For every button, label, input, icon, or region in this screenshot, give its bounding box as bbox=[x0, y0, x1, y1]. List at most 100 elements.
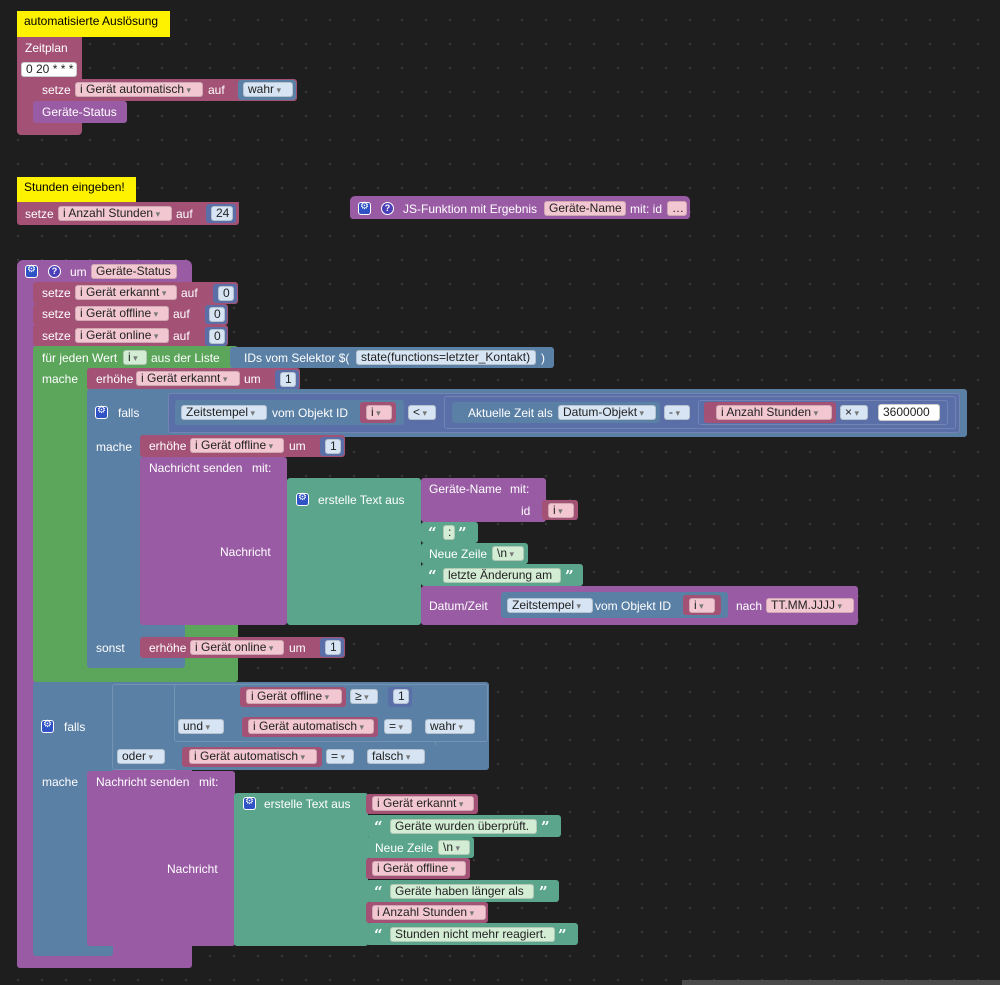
help-icon[interactable]: ? bbox=[48, 265, 61, 278]
newline-label: Neue Zeile bbox=[429, 547, 488, 561]
create-text-block[interactable] bbox=[287, 478, 421, 625]
selector-input[interactable]: state(functions=letzter_Kontakt) bbox=[356, 350, 536, 365]
datetime-label: Datum/Zeit bbox=[429, 599, 488, 613]
newline-dropdown[interactable]: \n bbox=[492, 546, 524, 561]
newline-dropdown[interactable]: \n bbox=[438, 840, 470, 855]
js-function-more[interactable]: … bbox=[667, 201, 687, 216]
quote-icon: “ bbox=[428, 567, 437, 585]
gear-icon[interactable] bbox=[25, 264, 38, 278]
js-function-name[interactable]: Geräte-Name bbox=[544, 201, 626, 216]
var-offline-dropdown[interactable]: i Gerät offline bbox=[246, 689, 342, 704]
to-label: auf bbox=[173, 307, 190, 321]
var-detected-dropdown[interactable]: i Gerät erkannt bbox=[136, 371, 240, 386]
to-label: auf bbox=[173, 329, 190, 343]
times-operator-dropdown[interactable]: × bbox=[840, 405, 868, 420]
bool-true-dropdown[interactable]: wahr bbox=[425, 719, 475, 734]
gear-icon[interactable] bbox=[243, 796, 256, 810]
do-label: mache bbox=[42, 372, 79, 386]
quote-icon: ” bbox=[565, 567, 574, 585]
var-hours-dropdown[interactable]: i Anzahl Stunden bbox=[58, 206, 172, 221]
text-lastchange-input[interactable]: letzte Änderung am bbox=[443, 568, 561, 583]
number-input[interactable]: 0 bbox=[218, 286, 234, 301]
inc-label: erhöhe bbox=[149, 641, 187, 655]
js-function-label: JS-Funktion mit Ergebnis bbox=[403, 202, 538, 216]
bool-true-dropdown[interactable]: wahr bbox=[243, 82, 293, 97]
lt-operator-dropdown[interactable]: < bbox=[408, 405, 436, 420]
help-icon[interactable]: ? bbox=[381, 202, 394, 215]
gear-icon[interactable] bbox=[296, 492, 309, 506]
send-label: Nachricht senden bbox=[96, 775, 190, 789]
text-longer-input[interactable]: Geräte haben länger als bbox=[390, 884, 534, 899]
seconds-input[interactable]: 3600000 bbox=[878, 404, 940, 421]
text-hours-input[interactable]: Stunden nicht mehr reagiert. bbox=[390, 927, 555, 942]
hours-set-label: setze bbox=[25, 207, 54, 221]
foreach-label: für jeden Wert bbox=[42, 351, 118, 365]
now-format-dropdown[interactable]: Datum-Objekt bbox=[558, 405, 656, 420]
var-offline-dropdown[interactable]: i Gerät offline bbox=[75, 306, 169, 321]
final-send-message-block[interactable] bbox=[87, 771, 235, 946]
text-colon-input[interactable]: : bbox=[443, 525, 455, 540]
and-dropdown[interactable]: und bbox=[178, 719, 224, 734]
number-input[interactable]: 1 bbox=[325, 439, 341, 454]
comment-auto-trigger[interactable]: automatisierte Auslösung bbox=[17, 11, 170, 37]
quote-icon: ” bbox=[539, 883, 548, 901]
var-detected-dropdown[interactable]: i Gerät erkannt bbox=[75, 285, 177, 300]
gear-icon[interactable] bbox=[358, 201, 371, 215]
set-label: setze bbox=[42, 83, 71, 97]
var-auto-dropdown[interactable]: i Gerät automatisch bbox=[248, 719, 374, 734]
by-label: um bbox=[244, 372, 261, 386]
var-offline-dropdown[interactable]: i Gerät offline bbox=[372, 861, 466, 876]
final-create-text-block[interactable] bbox=[234, 793, 368, 946]
loop-var-field[interactable]: i bbox=[689, 598, 715, 613]
of-object-label: vom Objekt ID bbox=[272, 406, 349, 420]
loop-var-field[interactable]: i bbox=[366, 405, 392, 420]
of-object-label: vom Objekt ID bbox=[595, 599, 672, 613]
loop-var-dropdown[interactable]: i bbox=[123, 350, 147, 365]
if-label: falls bbox=[118, 406, 140, 420]
selector-label: IDs vom Selektor $( bbox=[244, 351, 350, 365]
cron-input[interactable]: 0 20 * * * bbox=[21, 62, 77, 77]
text-checked-input[interactable]: Geräte wurden überprüft. bbox=[390, 819, 537, 834]
number-input[interactable]: 1 bbox=[393, 689, 409, 704]
var-auto-dropdown[interactable]: i Gerät automatisch bbox=[189, 749, 317, 764]
set-label: setze bbox=[42, 286, 71, 300]
loop-var-field[interactable]: i bbox=[548, 503, 574, 518]
number-input[interactable]: 1 bbox=[325, 640, 341, 655]
var-hours-dropdown[interactable]: i Anzahl Stunden bbox=[372, 905, 486, 920]
number-input[interactable]: 1 bbox=[280, 372, 296, 387]
date-format-dropdown[interactable]: TT.MM.JJJJ bbox=[766, 598, 854, 613]
var-detected-dropdown[interactable]: i Gerät erkannt bbox=[372, 796, 474, 811]
selector-close: ) bbox=[541, 351, 545, 365]
gte-operator-dropdown[interactable]: ≥ bbox=[350, 689, 378, 704]
minus-operator-dropdown[interactable]: - bbox=[664, 405, 690, 420]
var-online-dropdown[interactable]: i Gerät online bbox=[75, 328, 169, 343]
number-input[interactable]: 0 bbox=[209, 307, 225, 322]
name-call-block[interactable] bbox=[421, 478, 546, 522]
or-dropdown[interactable]: oder bbox=[117, 749, 165, 764]
to-label: auf bbox=[208, 83, 225, 97]
number-input[interactable]: 0 bbox=[209, 329, 225, 344]
procedure-to-label: um bbox=[70, 265, 87, 279]
hours-number-input[interactable]: 24 bbox=[211, 206, 233, 221]
timestamp-dropdown[interactable]: Zeitstempel bbox=[181, 405, 267, 420]
gear-icon[interactable] bbox=[41, 719, 54, 733]
create-text-label: erstelle Text aus bbox=[318, 493, 405, 507]
var-hours-dropdown[interactable]: i Anzahl Stunden bbox=[716, 405, 832, 420]
send-message-block[interactable] bbox=[140, 457, 287, 625]
bool-false-dropdown[interactable]: falsch bbox=[367, 749, 425, 764]
create-text-label: erstelle Text aus bbox=[264, 797, 351, 811]
quote-icon: “ bbox=[374, 883, 383, 901]
procedure-name[interactable]: Geräte-Status bbox=[91, 264, 177, 279]
eq-operator-dropdown[interactable]: = bbox=[384, 719, 412, 734]
gear-icon[interactable] bbox=[95, 405, 108, 419]
call-status-block[interactable] bbox=[33, 101, 127, 123]
comment-hours[interactable]: Stunden eingeben! bbox=[17, 177, 136, 202]
horizontal-scrollbar[interactable] bbox=[682, 980, 1000, 985]
eq-operator-dropdown[interactable]: = bbox=[326, 749, 354, 764]
var-online-dropdown[interactable]: i Gerät online bbox=[190, 640, 284, 655]
var-offline-dropdown[interactable]: i Gerät offline bbox=[190, 438, 284, 453]
var-auto-dropdown[interactable]: i Gerät automatisch bbox=[75, 82, 203, 97]
timestamp-dropdown[interactable]: Zeitstempel bbox=[507, 598, 593, 613]
final-do-label: mache bbox=[42, 775, 79, 789]
js-function-with: mit: id bbox=[630, 202, 663, 216]
